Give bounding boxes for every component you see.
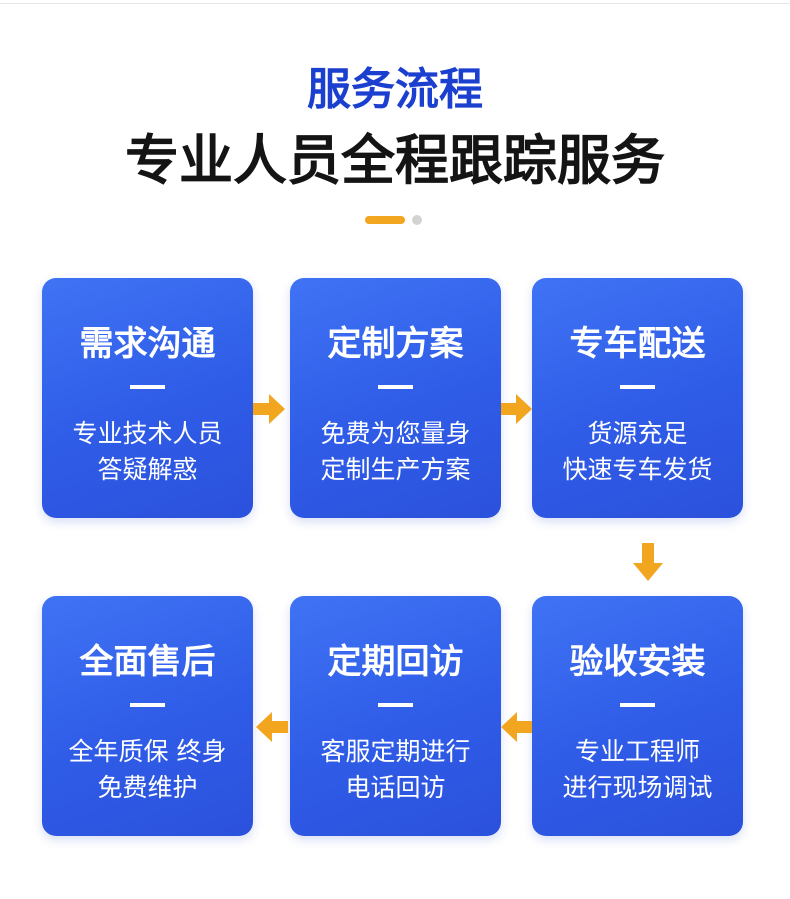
arrow-down-icon	[633, 543, 663, 581]
step-divider	[130, 703, 165, 707]
step-description: 客服定期进行 电话回访	[290, 734, 501, 806]
step-card-after-sales: 全面售后 全年质保 终身 免费维护	[42, 596, 253, 836]
step-card-custom-plan: 定制方案 免费为您量身 定制生产方案	[290, 278, 501, 518]
step-description-line: 快速专车发货	[562, 455, 713, 484]
arrow-left-icon	[501, 712, 532, 742]
step-description-line: 客服定期进行	[320, 737, 471, 766]
step-description: 全年质保 终身 免费维护	[42, 734, 253, 806]
step-card-delivery: 专车配送 货源充足 快速专车发货	[532, 278, 743, 518]
step-title: 验收安装	[569, 642, 706, 682]
step-divider	[620, 703, 655, 707]
step-description: 专业工程师 进行现场调试	[532, 734, 743, 806]
arrow-right-icon	[253, 394, 285, 424]
step-description-line: 进行现场调试	[562, 773, 713, 802]
step-title: 专车配送	[569, 324, 706, 364]
step-description-line: 专业技术人员	[72, 419, 223, 448]
step-description-line: 全年质保 终身	[68, 737, 227, 766]
step-description: 免费为您量身 定制生产方案	[290, 416, 501, 488]
step-description-line: 免费为您量身	[320, 419, 471, 448]
step-title: 全面售后	[79, 642, 216, 682]
top-divider	[0, 3, 790, 4]
step-description-line: 答疑解惑	[97, 455, 198, 484]
step-description-line: 定制生产方案	[320, 455, 471, 484]
arrow-left-icon	[256, 712, 288, 742]
step-title: 定期回访	[327, 642, 464, 682]
page-subtitle: 专业人员全程跟踪服务	[125, 129, 665, 192]
step-description-line: 货源充足	[587, 419, 688, 448]
step-card-follow-up: 定期回访 客服定期进行 电话回访	[290, 596, 501, 836]
step-description-line: 专业工程师	[574, 737, 700, 766]
step-divider	[378, 703, 413, 707]
arrow-right-icon	[501, 394, 532, 424]
title-underline-dot	[412, 215, 422, 225]
step-divider	[378, 385, 413, 389]
step-divider	[620, 385, 655, 389]
page-title: 服务流程	[307, 64, 483, 115]
step-description: 货源充足 快速专车发货	[532, 416, 743, 488]
step-description-line: 电话回访	[345, 773, 446, 802]
step-divider	[130, 385, 165, 389]
step-card-installation: 验收安装 专业工程师 进行现场调试	[532, 596, 743, 836]
step-title: 定制方案	[327, 324, 464, 364]
step-description: 专业技术人员 答疑解惑	[42, 416, 253, 488]
step-title: 需求沟通	[79, 324, 216, 364]
step-card-requirements: 需求沟通 专业技术人员 答疑解惑	[42, 278, 253, 518]
title-underline-bar	[365, 216, 405, 224]
step-description-line: 免费维护	[97, 773, 198, 802]
